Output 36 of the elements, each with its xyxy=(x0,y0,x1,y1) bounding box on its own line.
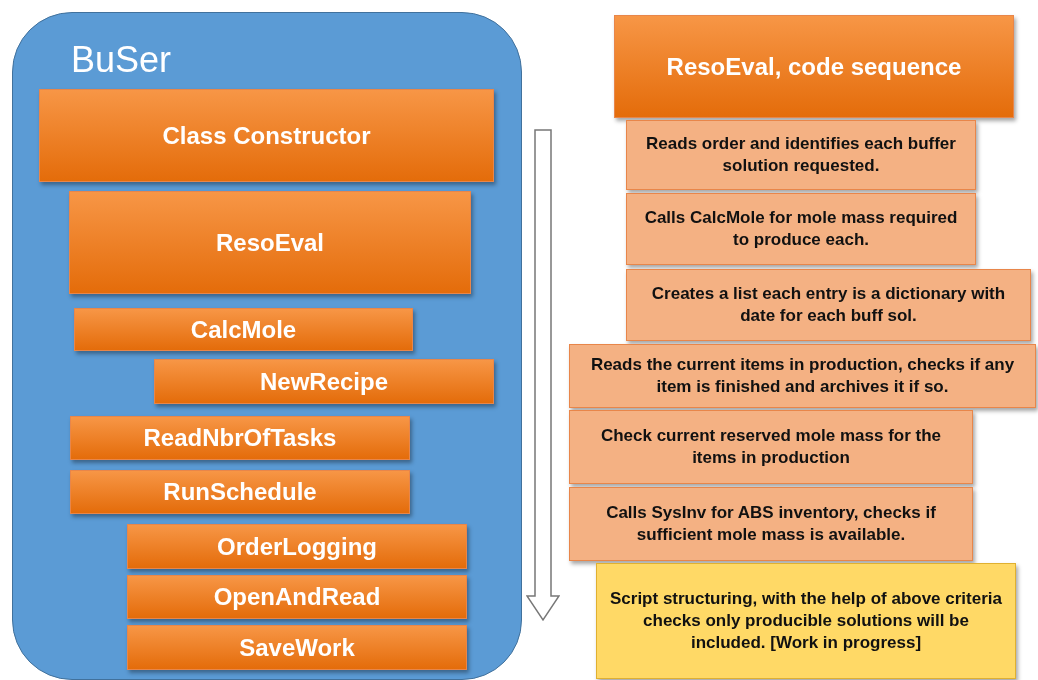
step-box xyxy=(569,410,973,484)
step-box xyxy=(569,344,1036,408)
box-text: Calls SysInv for ABS inventory, checks if sufficient mole mass is available. xyxy=(605,501,937,546)
step-box xyxy=(626,193,976,265)
box-text: OpenAndRead xyxy=(213,582,381,613)
box-text: Calls CalcMole for mole mass required to produce each. xyxy=(643,206,959,251)
step-box xyxy=(626,269,1031,341)
process-box xyxy=(70,470,410,514)
box-text: Class Constructor xyxy=(162,120,371,151)
box-text: ReadNbrOfTasks xyxy=(143,423,337,454)
process-box xyxy=(74,308,413,351)
box-text: Check current reserved mole mass for the items in production xyxy=(599,424,943,469)
box-text: Reads order and identifies each buffer solution requested. xyxy=(645,132,957,177)
box-text: OrderLogging xyxy=(217,531,377,562)
process-box xyxy=(127,575,467,619)
box-text: CalcMole xyxy=(190,314,297,345)
box-text: SaveWork xyxy=(239,632,355,663)
process-box xyxy=(39,89,494,182)
process-box xyxy=(127,524,467,569)
box-text: ResoEval xyxy=(215,227,325,258)
group-title: BuSer xyxy=(71,38,172,82)
process-box xyxy=(70,416,410,460)
process-box xyxy=(154,359,494,404)
box-text: RunSchedule xyxy=(163,477,317,508)
box-text: Script structuring, with the help of above criteria checks only producible solutions will be included. [Work in progress] xyxy=(609,587,1003,655)
header-box xyxy=(614,15,1014,118)
box-text: Creates a list each entry is a dictionary with date for each buff sol. xyxy=(650,282,1007,327)
step-box xyxy=(569,487,973,561)
box-text: NewRecipe xyxy=(259,366,389,397)
box-text: ResoEval, code sequence xyxy=(666,51,962,82)
box-text: Reads the current items in production, checks if any item is finished and archives it if so. xyxy=(589,353,1016,398)
process-box xyxy=(127,625,467,670)
step-box xyxy=(626,120,976,190)
process-box xyxy=(69,191,471,294)
note-box xyxy=(596,563,1016,679)
container-panel xyxy=(12,12,522,680)
